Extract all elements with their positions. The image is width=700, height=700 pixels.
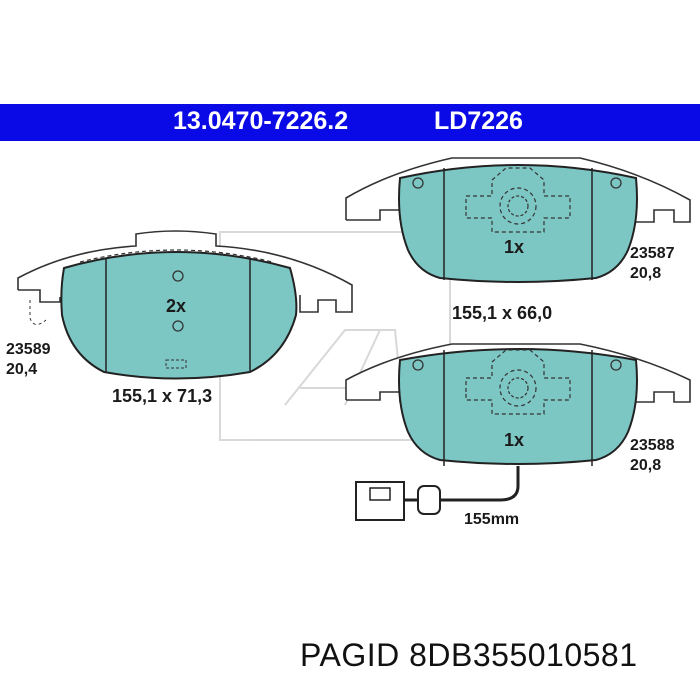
- footer-part: 8DB355010581: [409, 637, 638, 673]
- pad-upper-dimensions: 155,1 x 66,0: [452, 303, 553, 323]
- footer-brand: PAGID: [300, 637, 400, 673]
- pad-left-thickness: 20,4: [6, 361, 38, 378]
- pad-lower-count: 1x: [504, 430, 525, 450]
- part-number: 13.0470-7226.2: [173, 107, 349, 135]
- pad-left-dimensions: 155,1 x 71,3: [112, 386, 213, 406]
- pad-left-ref: 23589: [6, 341, 51, 358]
- pad-lower-thickness: 20,8: [630, 457, 662, 474]
- pad-left: [17, 230, 353, 380]
- pad-upper-thickness: 20,8: [630, 265, 662, 282]
- pad-left-count: 2x: [166, 296, 187, 316]
- pad-lower-right: [345, 343, 691, 466]
- footer-caption: PAGID 8DB355010581: [300, 637, 638, 674]
- pad-upper-right: [345, 157, 691, 283]
- pad-lower-ref: 23588: [630, 437, 675, 454]
- header-bar: 13.0470-7226.2 LD7226: [0, 104, 700, 141]
- pad-code: LD7226: [434, 107, 523, 135]
- sensor-length: 155mm: [464, 511, 520, 528]
- pad-upper-count: 1x: [504, 237, 525, 257]
- pad-upper-ref: 23587: [630, 245, 675, 262]
- wear-sensor: [355, 466, 520, 521]
